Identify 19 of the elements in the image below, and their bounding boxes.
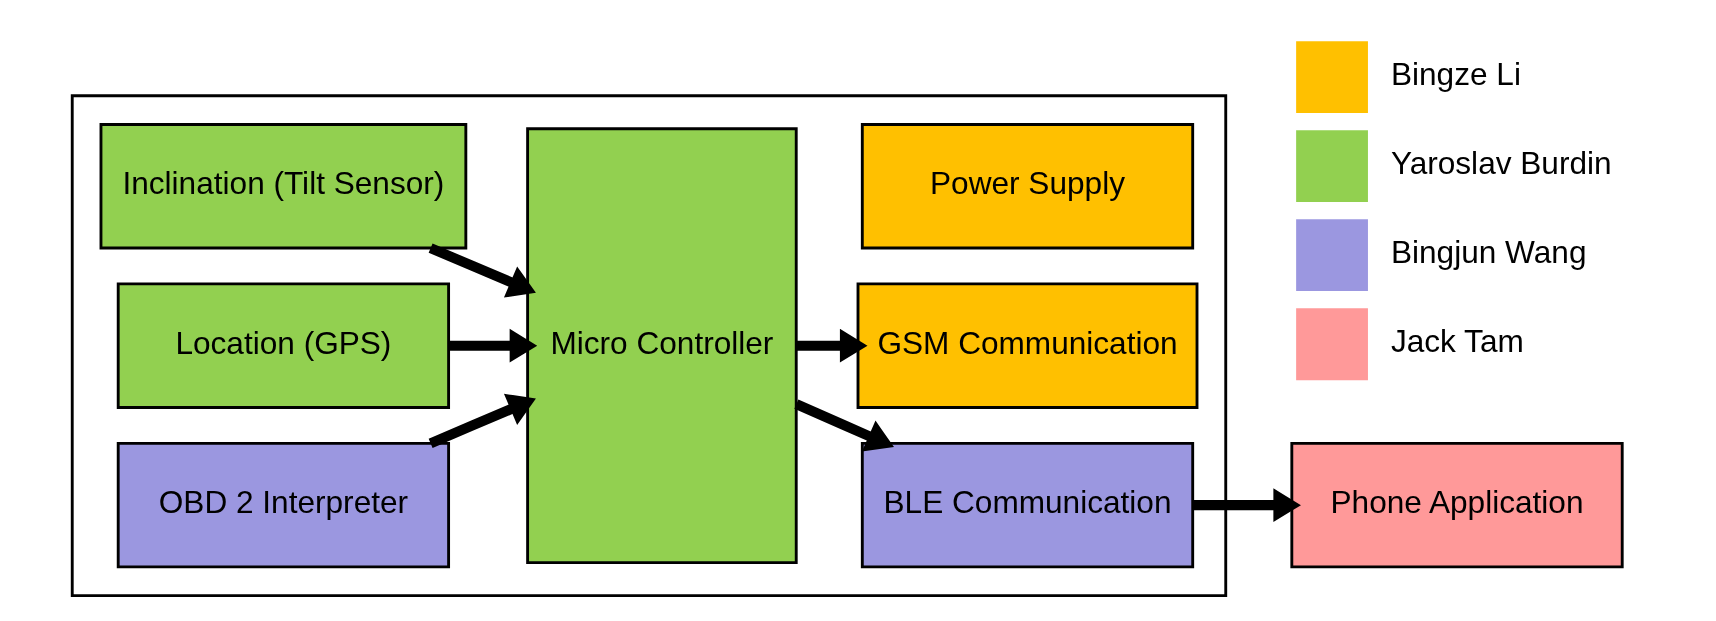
node-box: GSM Communication <box>856 282 1199 409</box>
legend-label: Bingze Li <box>1390 56 1521 93</box>
node-box: Location (GPS) <box>116 282 451 409</box>
arrow <box>796 328 868 363</box>
arrow <box>428 243 536 298</box>
cluster <box>70 94 1228 598</box>
arrow <box>794 399 894 452</box>
arrow <box>449 328 538 363</box>
arrow <box>1193 488 1301 523</box>
node-box: Phone Application <box>1290 441 1624 569</box>
node-box: BLE Communication <box>860 441 1195 569</box>
arrow <box>428 393 536 448</box>
node-box: Power Supply <box>860 123 1195 250</box>
legend-label: Yaroslav Burdin <box>1390 145 1612 182</box>
node-box: Micro Controller <box>526 127 798 565</box>
legend-label: Bingjun Wang <box>1390 234 1587 271</box>
legend-label: Jack Tam <box>1390 323 1524 360</box>
node-box: Inclination (Tilt Sensor) <box>99 123 468 250</box>
node-box: OBD 2 Interpreter <box>116 441 451 569</box>
